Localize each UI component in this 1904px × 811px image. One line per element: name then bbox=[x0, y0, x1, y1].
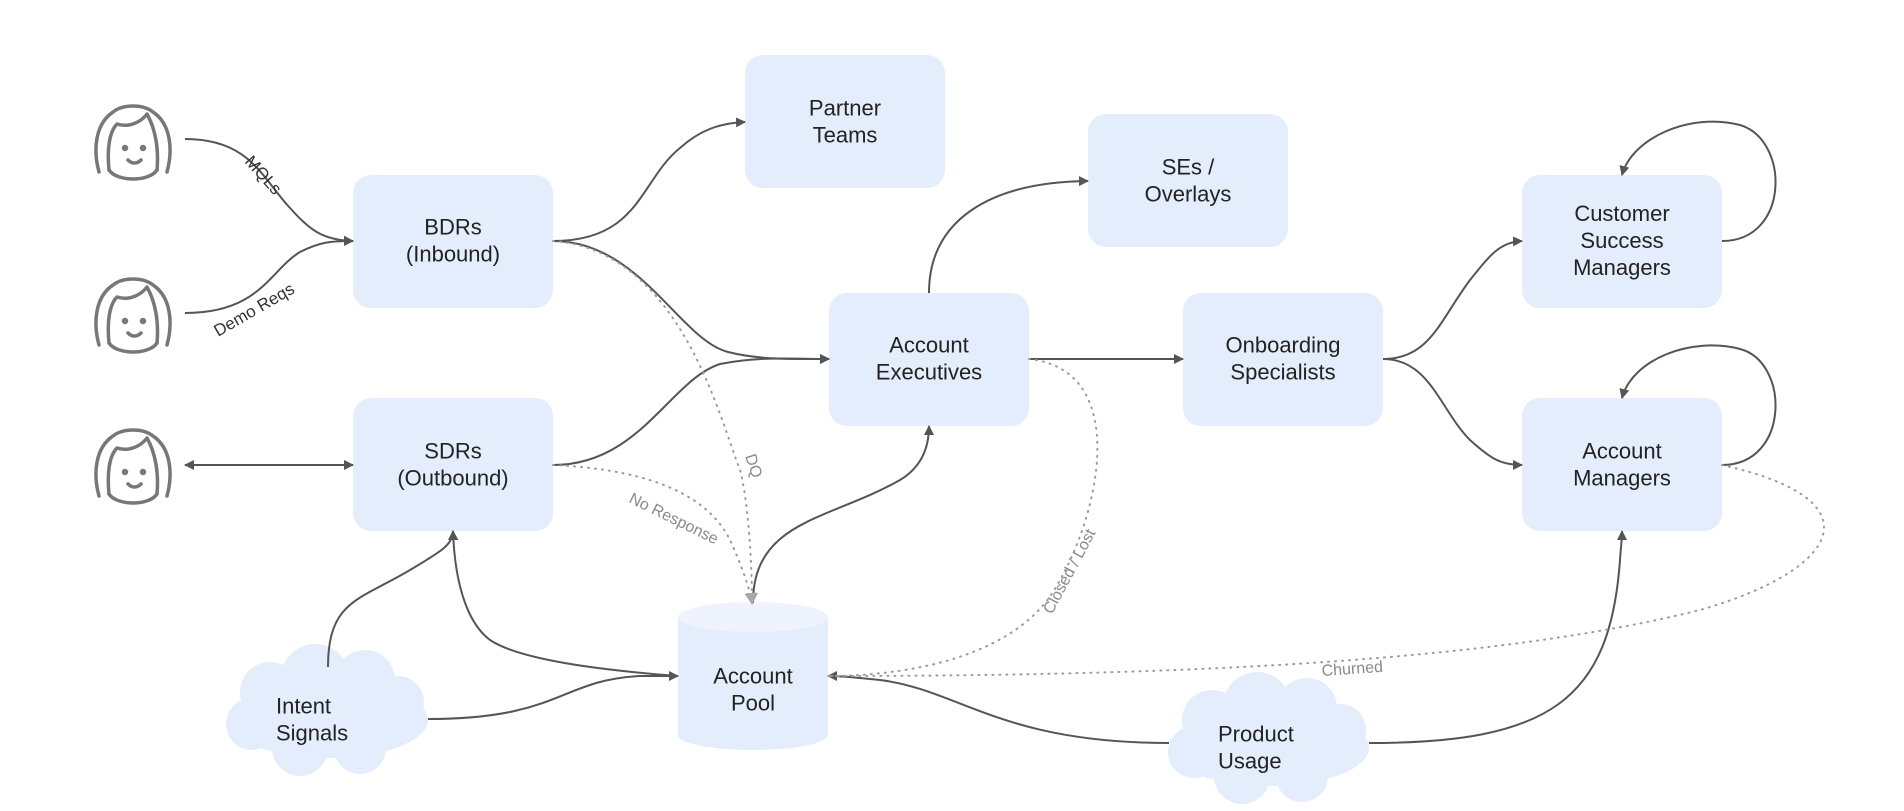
edge-pool-ae bbox=[752, 425, 934, 604]
node-label-account-pool: Pool bbox=[731, 691, 775, 716]
node-label-account-managers: Managers bbox=[1573, 466, 1671, 491]
edge-onboarding-am bbox=[1382, 358, 1523, 470]
node-label-product-usage: Usage bbox=[1218, 749, 1282, 774]
node-bdrs[interactable] bbox=[353, 175, 553, 308]
edge-label-closed-lost: Closed / Lost bbox=[1041, 526, 1100, 617]
edge-mqls bbox=[184, 138, 354, 246]
node-label-account-executives: Executives bbox=[876, 360, 982, 385]
node-label-csm: Customer bbox=[1574, 201, 1669, 226]
edge-ae-ses bbox=[928, 176, 1089, 294]
edge-label-dq: DQ bbox=[741, 452, 765, 480]
node-account-pool[interactable] bbox=[678, 602, 828, 750]
edge-sdrs-ae bbox=[552, 353, 830, 466]
node-label-sdrs: SDRs bbox=[424, 439, 481, 464]
edge-am-pool-churned bbox=[827, 464, 1825, 677]
node-onboarding[interactable] bbox=[1183, 293, 1383, 426]
edge-bdrs-partner bbox=[552, 117, 746, 242]
edge-label-demo-reqs: Demo Reqs bbox=[211, 279, 298, 340]
node-label-product-usage: Product bbox=[1218, 722, 1294, 747]
edge-intent-sdrs bbox=[327, 530, 458, 668]
edge-sdrs-pool-no-response bbox=[552, 464, 757, 605]
edge-label-no-response: No Response bbox=[626, 490, 721, 548]
edge-usage-pool bbox=[827, 671, 1170, 744]
edge-usage-am bbox=[1368, 530, 1627, 744]
edge-intent-pool bbox=[427, 671, 679, 720]
node-label-onboarding: Specialists bbox=[1230, 360, 1335, 385]
node-label-account-pool: Account bbox=[713, 664, 793, 689]
node-label-sdrs: (Outbound) bbox=[397, 466, 508, 491]
edge-bdrs-ae bbox=[552, 240, 830, 365]
node-csm[interactable] bbox=[1522, 175, 1722, 308]
node-ses[interactable] bbox=[1088, 114, 1288, 247]
edge-pool-sdrs bbox=[448, 530, 679, 677]
edge-am-self bbox=[1619, 344, 1777, 466]
edge-label-mqls: MQLs bbox=[241, 152, 285, 198]
node-label-partner-teams: Teams bbox=[813, 123, 878, 148]
node-account-executives[interactable] bbox=[829, 293, 1029, 426]
node-label-csm: Managers bbox=[1573, 255, 1671, 280]
node-label-bdrs: (Inbound) bbox=[406, 242, 500, 267]
edge-csm-self bbox=[1619, 120, 1777, 242]
node-account-managers[interactable] bbox=[1522, 398, 1722, 531]
node-label-csm: Success bbox=[1580, 228, 1663, 253]
node-label-onboarding: Onboarding bbox=[1226, 333, 1341, 358]
node-label-bdrs: BDRs bbox=[424, 215, 481, 240]
edge-onboarding-csm bbox=[1382, 236, 1523, 360]
node-label-account-executives: Account bbox=[889, 333, 969, 358]
person-icon bbox=[94, 277, 172, 354]
edge-label-churned: Churned bbox=[1321, 659, 1383, 680]
node-partner-teams[interactable] bbox=[745, 55, 945, 188]
node-label-ses: Overlays bbox=[1145, 182, 1232, 207]
node-label-intent-signals: Intent bbox=[276, 694, 331, 719]
person-icon bbox=[94, 104, 172, 181]
node-product-usage[interactable] bbox=[1168, 672, 1369, 804]
node-label-partner-teams: Partner bbox=[809, 96, 881, 121]
node-intent-signals[interactable] bbox=[226, 644, 428, 776]
node-sdrs[interactable] bbox=[353, 398, 553, 531]
person-icon bbox=[94, 428, 172, 505]
edge-bdrs-pool-dq bbox=[552, 240, 758, 605]
node-label-ses: SEs / bbox=[1162, 155, 1215, 180]
node-label-intent-signals: Signals bbox=[276, 721, 348, 746]
edge-demo-reqs bbox=[184, 236, 354, 314]
node-label-account-managers: Account bbox=[1582, 439, 1662, 464]
